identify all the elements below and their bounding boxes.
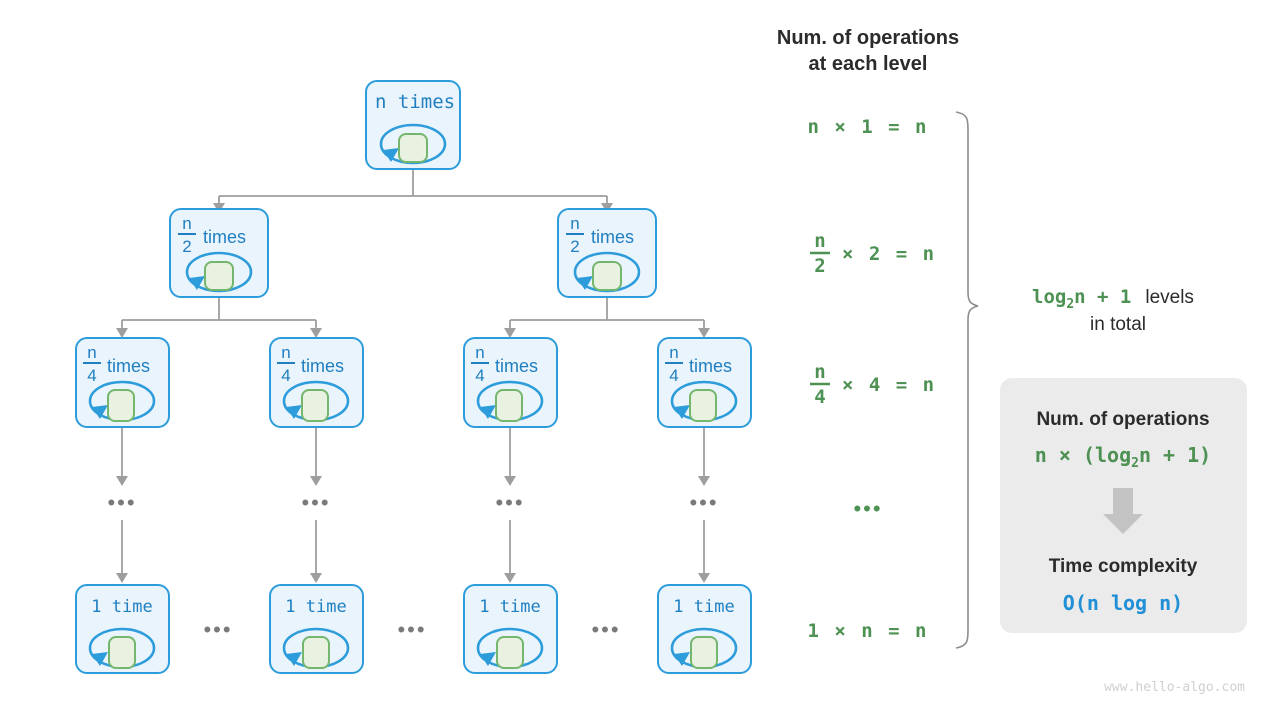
operation-unit bbox=[204, 261, 234, 291]
operation-unit bbox=[496, 636, 524, 669]
summary-title-complexity: Time complexity bbox=[1049, 556, 1198, 577]
fraction-label: n 4 bbox=[83, 343, 101, 385]
svg-text:n: n bbox=[182, 214, 191, 233]
svg-text:4: 4 bbox=[669, 366, 678, 385]
node-label: 1 time bbox=[285, 597, 346, 617]
ellipsis: ••• bbox=[689, 490, 718, 515]
levels-suffix: levels bbox=[1145, 287, 1194, 308]
tree-node-level3-2[interactable]: n 4 times bbox=[463, 337, 558, 428]
summary-complexity-formula: O(n log n) bbox=[1063, 591, 1183, 615]
svg-text:2: 2 bbox=[570, 237, 579, 256]
ellipsis: ••• bbox=[591, 617, 620, 642]
operations-row-3: n 4 × 4 = n bbox=[810, 361, 936, 408]
operation-unit bbox=[690, 636, 718, 669]
ellipsis: ••• bbox=[107, 490, 136, 515]
svg-text:4: 4 bbox=[281, 366, 290, 385]
fraction-label: n 2 bbox=[178, 214, 196, 256]
fraction-numerator: n bbox=[814, 230, 825, 252]
levels-formula: log bbox=[1032, 286, 1066, 308]
tree-node-level5-3[interactable]: 1 time bbox=[657, 584, 752, 674]
fraction-label: n 4 bbox=[471, 343, 489, 385]
ellipsis: ••• bbox=[853, 496, 882, 521]
summary-title-operations: Num. of operations bbox=[1036, 409, 1209, 430]
tree-level5-separators: ••• ••• ••• bbox=[203, 617, 620, 642]
ellipsis: ••• bbox=[301, 490, 330, 515]
fraction-label: n 2 bbox=[566, 214, 584, 256]
svg-text:n: n bbox=[570, 214, 579, 233]
node-label: 1 time bbox=[479, 597, 540, 617]
svg-text:n: n bbox=[87, 343, 96, 362]
levels-note-line2: in total bbox=[1090, 314, 1146, 335]
tree-node-level3-1[interactable]: n 4 times bbox=[269, 337, 364, 428]
svg-text:4: 4 bbox=[87, 366, 96, 385]
svg-text:n: n bbox=[475, 343, 484, 362]
title-line-2: at each level bbox=[809, 53, 928, 75]
tree-node-level2-0[interactable]: n 2 times bbox=[169, 208, 269, 298]
node-label: n times bbox=[375, 91, 455, 113]
tree-connectors bbox=[116, 169, 710, 583]
tree-node-level3-0[interactable]: n 4 times bbox=[75, 337, 170, 428]
operation-unit bbox=[592, 261, 622, 291]
node-label: 1 time bbox=[91, 597, 152, 617]
operation-unit bbox=[495, 389, 523, 422]
node-label: times bbox=[591, 227, 634, 247]
operation-unit bbox=[302, 636, 330, 669]
fraction-numerator: n bbox=[814, 361, 825, 383]
summary-formula-suffix: n + 1) bbox=[1139, 443, 1211, 467]
tree-node-level5-2[interactable]: 1 time bbox=[463, 584, 558, 674]
operations-formula: n × 1 = n bbox=[808, 116, 929, 138]
watermark: www.hello-algo.com bbox=[1104, 680, 1245, 695]
operations-row-4: ••• bbox=[853, 496, 882, 521]
operation-unit bbox=[301, 389, 329, 422]
svg-text:2: 2 bbox=[182, 237, 191, 256]
summary-formula-prefix: n × (log bbox=[1035, 443, 1131, 467]
svg-text:n: n bbox=[281, 343, 290, 362]
summary-panel: Num. of operations n × (log2n + 1) Time … bbox=[1000, 378, 1247, 633]
node-label: times bbox=[689, 356, 732, 376]
fraction-denominator: 2 bbox=[814, 255, 825, 277]
tree-node-level1-0[interactable]: n times bbox=[365, 80, 461, 170]
levels-brace bbox=[955, 111, 979, 649]
levels-note: log2n + 1 levels in total bbox=[1032, 286, 1194, 335]
svg-text:n × (log2n + 1): n × (log2n + 1) bbox=[1035, 443, 1211, 471]
summary-formula-subscript: 2 bbox=[1131, 456, 1139, 471]
operation-unit bbox=[689, 389, 717, 422]
operations-row-2: n 2 × 2 = n bbox=[810, 230, 936, 277]
node-label: times bbox=[203, 227, 246, 247]
operations-column-title: Num. of operations at each level bbox=[777, 27, 959, 75]
operations-row-5: 1 × n = n bbox=[808, 620, 929, 642]
ellipsis: ••• bbox=[203, 617, 232, 642]
ellipsis: ••• bbox=[495, 490, 524, 515]
operation-unit bbox=[107, 389, 135, 422]
fraction-denominator: 4 bbox=[814, 386, 825, 408]
tree-node-level5-0[interactable]: 1 time bbox=[75, 584, 170, 674]
fraction-label: n 4 bbox=[665, 343, 683, 385]
levels-formula-subscript: 2 bbox=[1066, 297, 1074, 312]
operations-formula: 1 × n = n bbox=[808, 620, 929, 642]
svg-text:4: 4 bbox=[475, 366, 484, 385]
node-label: 1 time bbox=[673, 597, 734, 617]
operations-row-1: n × 1 = n bbox=[808, 116, 929, 138]
levels-formula-rest: n + 1 bbox=[1074, 286, 1131, 308]
tree-node-level5-1[interactable]: 1 time bbox=[269, 584, 364, 674]
ellipsis: ••• bbox=[397, 617, 426, 642]
operation-unit bbox=[398, 133, 428, 163]
tree-level4-ellipses: ••• ••• ••• ••• bbox=[107, 490, 718, 515]
node-label: times bbox=[107, 356, 150, 376]
down-arrow-icon bbox=[1103, 488, 1143, 534]
operations-formula: × 4 = n bbox=[842, 374, 936, 396]
tree-node-level3-3[interactable]: n 4 times bbox=[657, 337, 752, 428]
node-label: times bbox=[301, 356, 344, 376]
node-label: times bbox=[495, 356, 538, 376]
operations-formula: × 2 = n bbox=[842, 243, 936, 265]
tree-node-level2-1[interactable]: n 2 times bbox=[557, 208, 657, 298]
operation-unit bbox=[108, 636, 136, 669]
fraction-label: n 4 bbox=[277, 343, 295, 385]
title-line-1: Num. of operations bbox=[777, 27, 959, 49]
svg-text:n: n bbox=[669, 343, 678, 362]
